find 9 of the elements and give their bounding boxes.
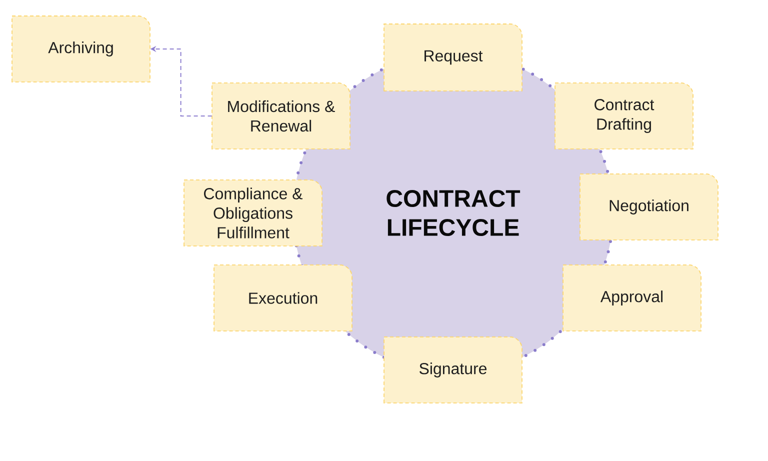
process-box: Negotiation <box>580 174 718 240</box>
process-box: Signature <box>384 336 522 404</box>
process-box: Archiving <box>12 16 150 82</box>
process-box: Compliance & Obligations Fulfillment <box>184 180 322 246</box>
process-box: Contract Drafting <box>554 82 694 150</box>
process-box: Modifications & Renewal <box>212 82 350 150</box>
process-box: Request <box>384 24 522 92</box>
process-box: Execution <box>214 264 352 332</box>
process-box: Approval <box>562 264 702 332</box>
